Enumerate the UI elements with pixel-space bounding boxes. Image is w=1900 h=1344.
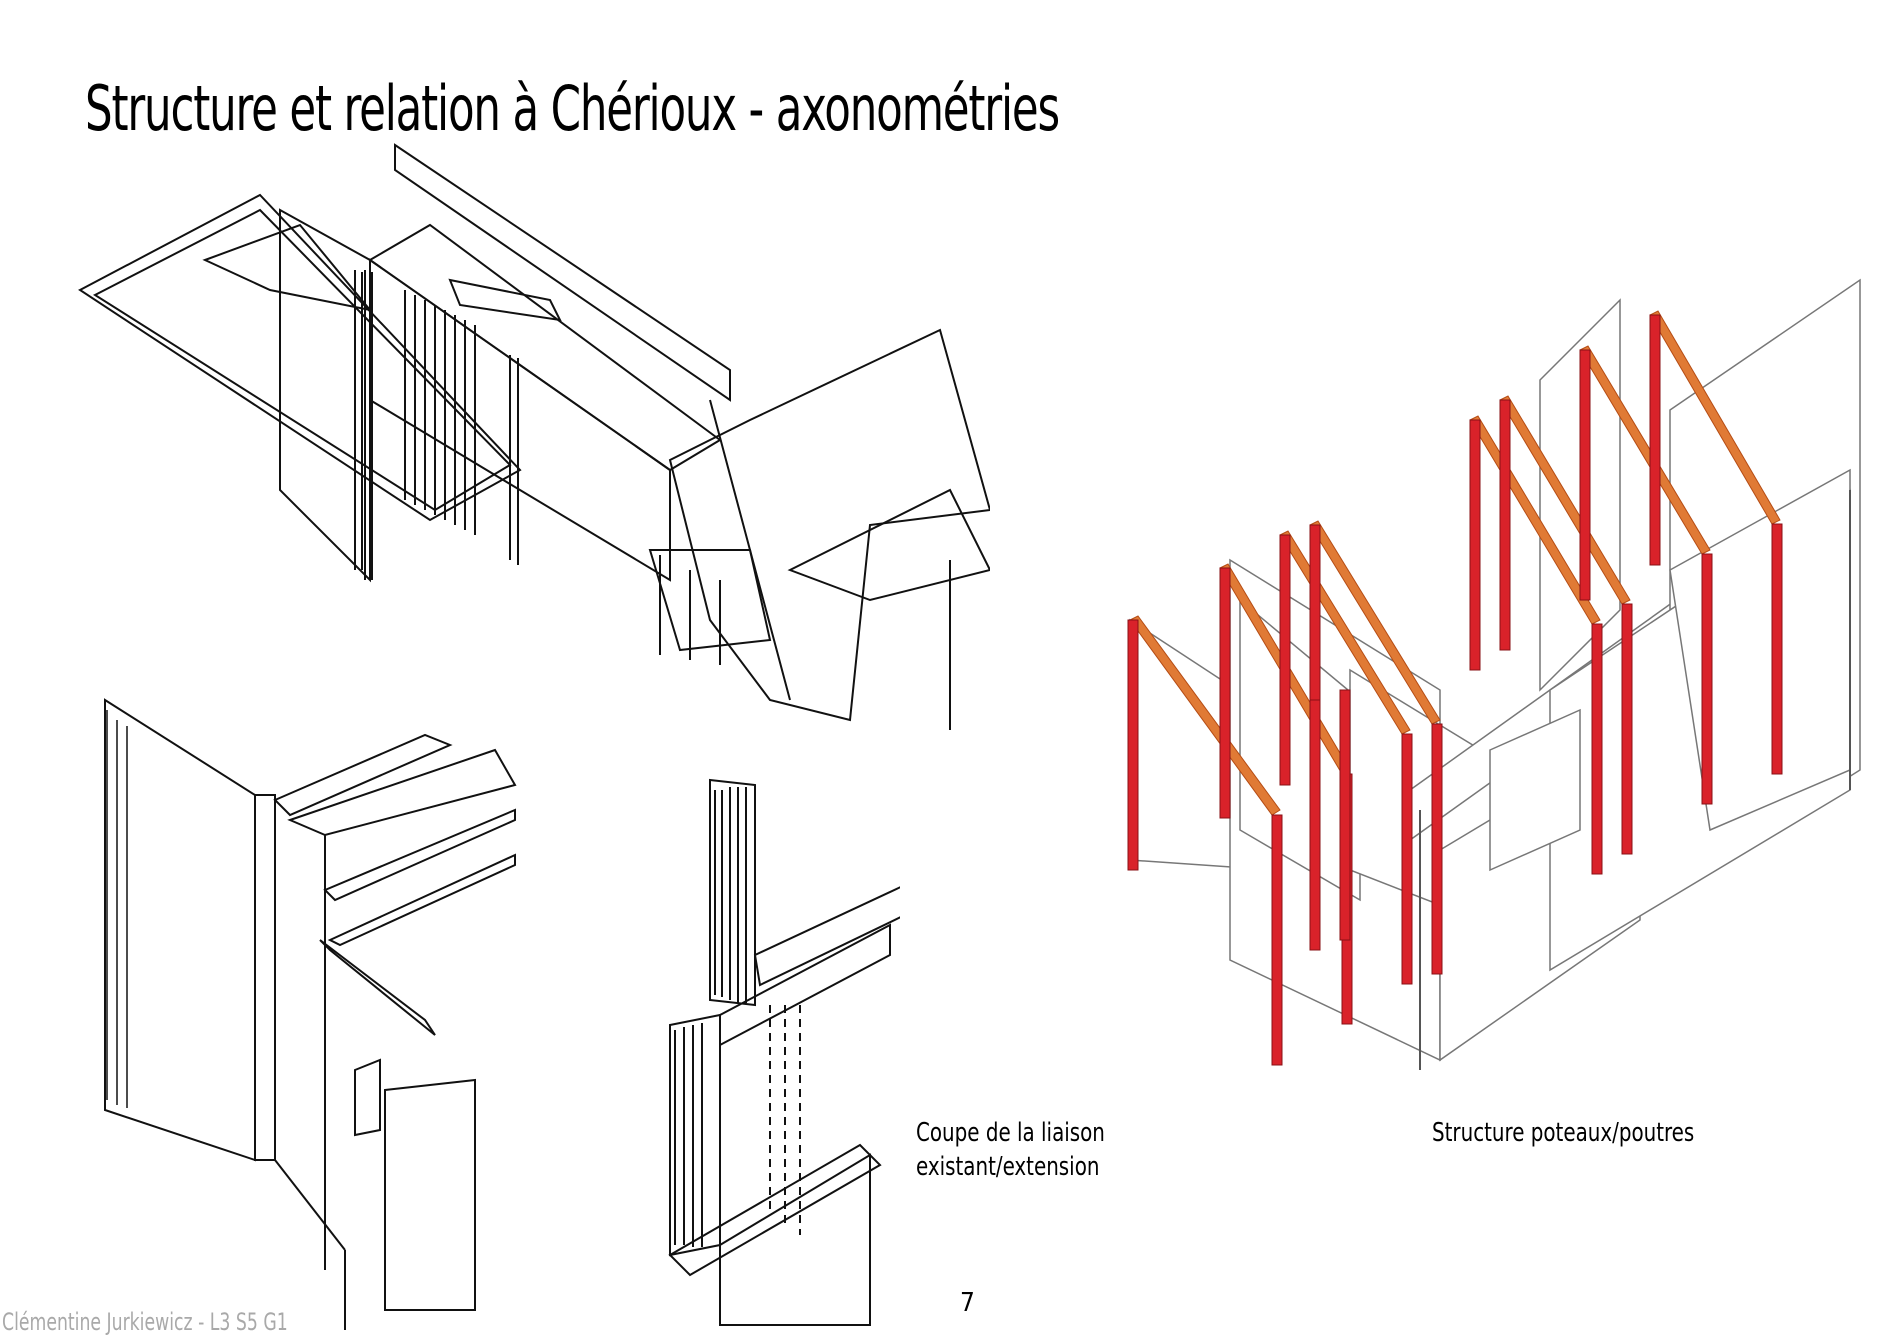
page-title: Structure et relation à Chérioux - axono… xyxy=(85,72,1060,145)
section-caption-line-1: Coupe de la liaison xyxy=(916,1118,1105,1148)
section-caption-line-2: existant/extension xyxy=(916,1152,1100,1182)
section-sketch-link xyxy=(668,778,900,1326)
structure-axonometry xyxy=(1127,278,1861,1070)
axonometry-sketch-interior xyxy=(104,698,517,1330)
structure-caption: Structure poteaux/poutres xyxy=(1432,1118,1695,1148)
page-number: 7 xyxy=(960,1288,975,1318)
section-caption: Coupe de la liaison existant/extension xyxy=(916,1116,1105,1184)
footer-author: Clémentine Jurkiewicz - L3 S5 G1 xyxy=(2,1308,288,1336)
axonometry-sketch-overview xyxy=(78,143,990,730)
post-group xyxy=(1127,314,1783,1066)
